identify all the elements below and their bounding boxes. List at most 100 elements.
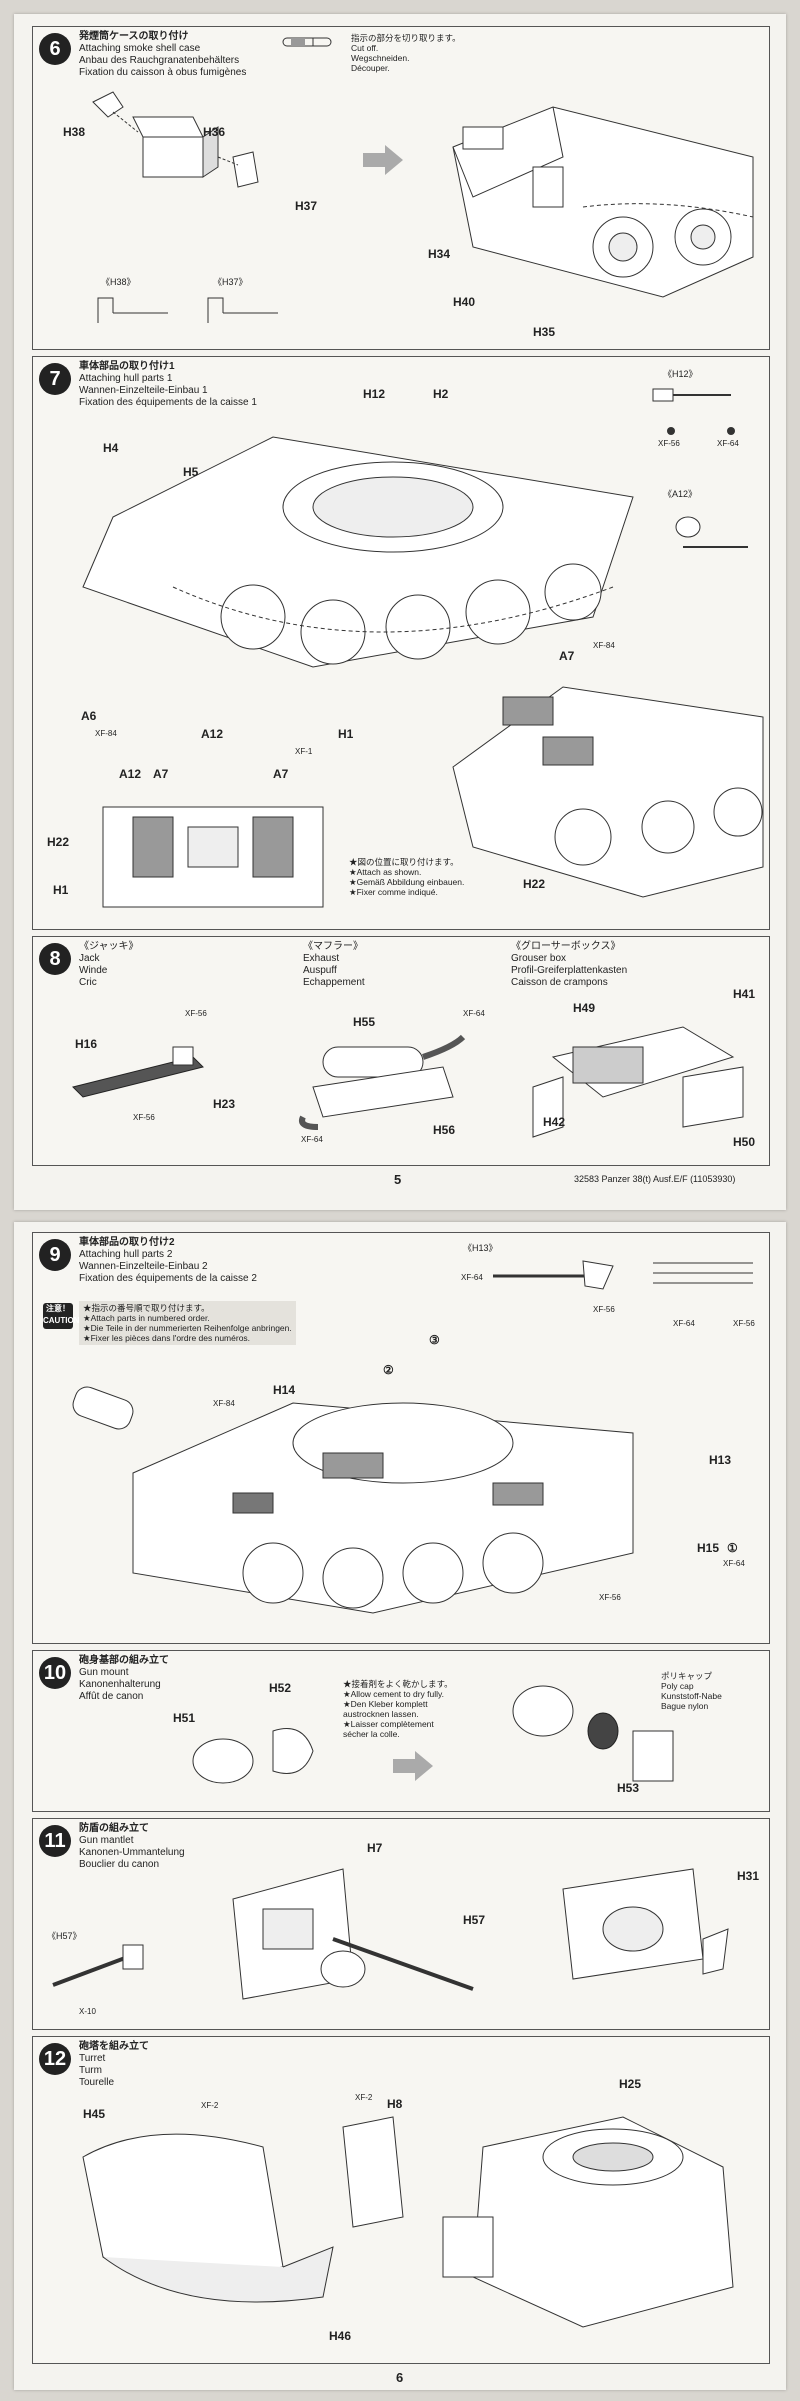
paint-code: XF-56 xyxy=(185,1009,207,1018)
step-title-fr: Fixation des équipements de la caisse 2 xyxy=(79,1273,257,1284)
part-label: H2 xyxy=(433,387,449,401)
step-title-block: 砲塔を組み立て Turret Turm Tourelle xyxy=(79,2041,149,2089)
step-title-fr: Tourelle xyxy=(79,2077,115,2088)
step-title-ja: 車体部品の取り付け1 xyxy=(79,361,175,372)
step-12-panel: 12 砲塔を組み立て Turret Turm Tourelle H45 H8 H… xyxy=(32,2036,770,2364)
step-title-de: Anbau des Rauchgranatenbehälters xyxy=(79,55,240,66)
paint-code: XF-56 xyxy=(733,1319,755,1328)
step-title-ja: 砲身基部の組み立て xyxy=(79,1655,169,1666)
step-title-ja: 車体部品の取り付け2 xyxy=(79,1237,175,1248)
cut-off-icon xyxy=(282,37,332,47)
jack-title-block: 《ジャッキ》 Jack Winde Cric xyxy=(79,941,139,988)
step-11-panel: 11 防盾の組み立て Gun mantlet Kanonen-Ummantelu… xyxy=(32,1818,770,2030)
paint-code: XF-64 xyxy=(723,1559,745,1568)
step-number-badge: 8 xyxy=(39,943,71,975)
part-label: H23 xyxy=(213,1097,236,1111)
step-order-mark: ② xyxy=(383,1363,394,1377)
paint-code: XF-64 xyxy=(301,1135,323,1144)
part-label: H8 xyxy=(387,2097,403,2111)
part-label: H22 xyxy=(523,877,546,891)
step-7-panel: 7 車体部品の取り付け1 Attaching hull parts 1 Wann… xyxy=(32,356,770,930)
paint-dot xyxy=(727,427,735,435)
part-label: H22 xyxy=(47,835,70,849)
paint-code: XF-56 xyxy=(593,1305,615,1314)
part-label: H56 xyxy=(433,1123,456,1137)
paint-code: XF-1 xyxy=(295,747,313,756)
step-title-block: 車体部品の取り付け2 Attaching hull parts 2 Wannen… xyxy=(79,1237,257,1285)
instruction-page-6: 9 車体部品の取り付け2 Attaching hull parts 2 Wann… xyxy=(14,1222,786,2390)
part-label: H51 xyxy=(173,1711,196,1725)
part-label: H1 xyxy=(338,727,354,741)
part-label: H52 xyxy=(269,1681,292,1695)
part-label: H14 xyxy=(273,1383,296,1397)
poly-cap-note: ポリキャップ Poly cap Kunststoff-Nabe Bague ny… xyxy=(661,1671,722,1711)
step-8-panel: 8 《ジャッキ》 Jack Winde Cric 《マフラー》 Exhaust … xyxy=(32,936,770,1166)
paint-code: XF-84 xyxy=(213,1399,235,1408)
hull-side-drawing xyxy=(72,1386,634,1614)
step-title-en: Gun mantlet xyxy=(79,1835,134,1846)
jack-drawing xyxy=(72,1046,204,1098)
step-6-panel: 6 発煙筒ケースの取り付け Attaching smoke shell case… xyxy=(32,26,770,350)
mantlet-assembled-drawing xyxy=(562,1868,729,1980)
part-label: A7 xyxy=(559,649,575,663)
step-title-fr: Affût de canon xyxy=(79,1691,144,1702)
part-label: H57 xyxy=(463,1913,486,1927)
part-label: H5 xyxy=(183,465,199,479)
gun-mantlet-drawing xyxy=(232,1868,474,2000)
exhaust-drawing xyxy=(299,1034,466,1130)
part-label: H34 xyxy=(428,247,451,261)
part-label: H31 xyxy=(737,1869,760,1883)
paint-code: XF-56 xyxy=(599,1593,621,1602)
step-number-badge: 7 xyxy=(39,363,71,395)
part-label: H25 xyxy=(619,2077,642,2091)
paint-code: XF-56 xyxy=(133,1113,155,1122)
part-label: H46 xyxy=(329,2329,352,2343)
step-title-en: Gun mount xyxy=(79,1667,129,1678)
paint-code: XF-84 xyxy=(95,729,117,738)
detail-label: 《H57》 xyxy=(47,1931,82,1941)
product-code: 32583 Panzer 38(t) Ausf.E/F (11053930) xyxy=(574,1174,736,1184)
part-label: H53 xyxy=(617,1781,640,1795)
a12-detail-drawing xyxy=(675,516,748,548)
part-label: A7 xyxy=(153,767,169,781)
part-label: H16 xyxy=(75,1037,98,1051)
paint-code: XF-64 xyxy=(717,439,739,448)
step-title-de: Wannen-Einzelteile-Einbau 1 xyxy=(79,385,208,396)
part-label: A7 xyxy=(273,767,289,781)
detail-label: 《H12》 xyxy=(663,369,698,379)
instruction-page-5: 6 発煙筒ケースの取り付け Attaching smoke shell case… xyxy=(14,14,786,1210)
detail-label: 《H37》 xyxy=(213,277,248,287)
detail-label: 《H38》 xyxy=(101,277,136,287)
paint-code: XF-2 xyxy=(201,2101,219,2110)
step-title-de: Wannen-Einzelteile-Einbau 2 xyxy=(79,1261,208,1272)
hull-back-plate-drawing xyxy=(102,806,324,908)
part-label: H42 xyxy=(543,1115,566,1129)
step-title-fr: Fixation du caisson à obus fumigènes xyxy=(79,67,247,78)
paint-code: XF-2 xyxy=(355,2093,373,2102)
cut-off-note: 指示の部分を切り取ります。 Cut off. Wegschneiden. Déc… xyxy=(351,33,461,73)
part-label: H50 xyxy=(733,1135,756,1149)
part-label: H12 xyxy=(363,387,386,401)
hull-top-drawing xyxy=(82,436,634,668)
h12-detail-drawing xyxy=(652,388,731,402)
page-number: 5 xyxy=(394,1172,402,1187)
part-label: H4 xyxy=(103,441,119,455)
caution-note: ★指示の番号順で取り付けます。 ★Attach parts in numbere… xyxy=(79,1301,296,1345)
step-order-mark: ① xyxy=(727,1541,738,1555)
arrow-right-icon xyxy=(363,145,403,175)
step-number-badge: 10 xyxy=(39,1657,71,1689)
part-label: H35 xyxy=(533,325,556,339)
part-label: H45 xyxy=(83,2107,106,2121)
step-number-badge: 6 xyxy=(39,33,71,65)
gun-mount-drawing xyxy=(192,1728,314,1784)
paint-code: XF-56 xyxy=(658,439,680,448)
step-10-panel: 10 砲身基部の組み立て Gun mount Kanonenhalterung … xyxy=(32,1650,770,1812)
paint-code: XF-84 xyxy=(593,641,615,650)
step-title-de: Kanonen-Ummantelung xyxy=(79,1847,185,1858)
exhaust-title-block: 《マフラー》 Exhaust Auspuff Echappement xyxy=(303,941,365,988)
part-label: H7 xyxy=(367,1841,383,1855)
step-title-ja: 砲塔を組み立て xyxy=(79,2041,149,2052)
turret-assembled-drawing xyxy=(442,2116,734,2328)
step-title-block: 砲身基部の組み立て Gun mount Kanonenhalterung Aff… xyxy=(79,1655,169,1703)
part-label: H36 xyxy=(203,125,226,139)
